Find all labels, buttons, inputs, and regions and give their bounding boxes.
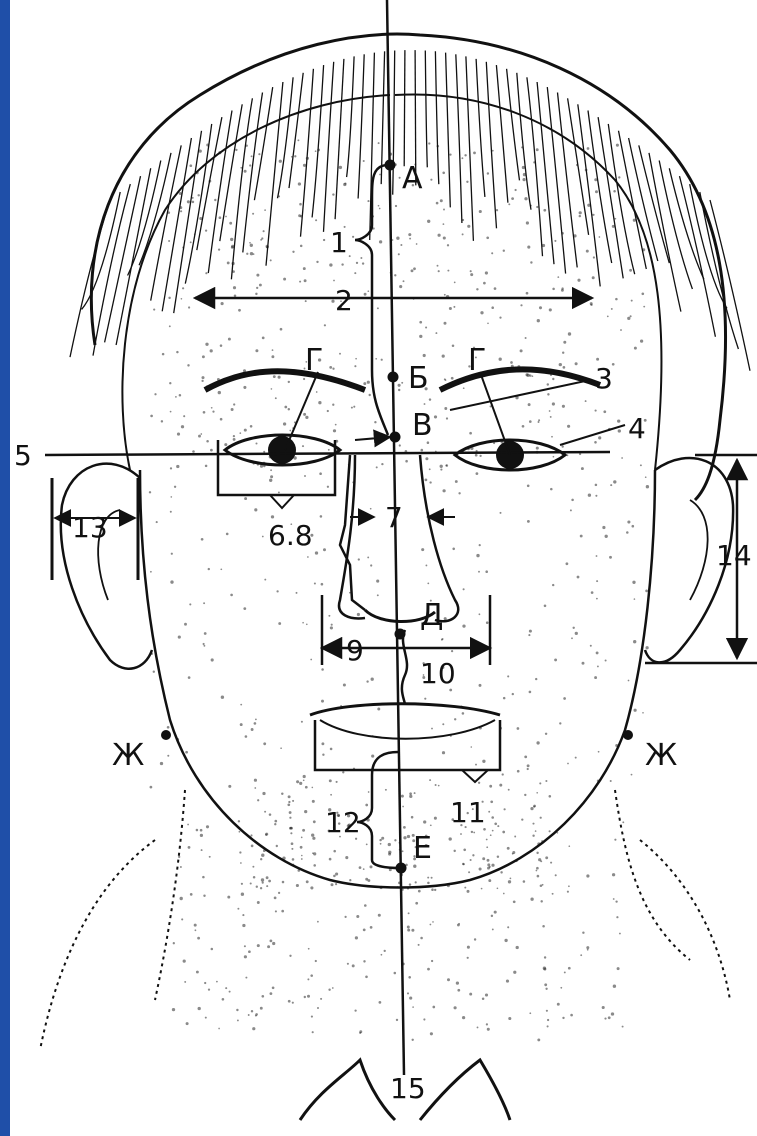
label-point-v: В (412, 408, 433, 443)
eyebrows (205, 369, 600, 390)
left-pupil (268, 436, 296, 464)
label-13: 13 (72, 511, 108, 544)
face-outline (40, 458, 733, 1120)
hair-strands (70, 50, 750, 371)
point-zh-right-dot (623, 730, 633, 740)
label-7: 7 (385, 501, 403, 534)
label-14: 14 (716, 539, 752, 572)
label-5: 5 (14, 439, 32, 472)
label-point-g-left: Г (305, 343, 323, 378)
point-d-dot (395, 629, 406, 640)
label-11: 11 (450, 796, 486, 829)
point-a-dot (385, 160, 396, 171)
label-3: 3 (595, 362, 613, 395)
point-v-dot (390, 432, 401, 443)
nose (339, 455, 458, 622)
label-point-g-right: Г (468, 343, 486, 378)
label-point-a: А (402, 161, 423, 196)
point-b-dot (388, 372, 399, 383)
eye-bracket-tip (270, 495, 294, 508)
leader-3 (450, 380, 590, 410)
arrow-to-v (355, 437, 390, 440)
label-4: 4 (628, 412, 646, 445)
mouth-width-bracket (315, 720, 500, 770)
stipple-shading (149, 139, 649, 1041)
label-9: 9 (346, 634, 364, 667)
label-6-8: 6.8 (268, 519, 313, 552)
hair (70, 34, 750, 500)
forehead-brace (355, 165, 388, 435)
point-e-dot (396, 863, 407, 874)
label-point-zh-right: Ж (645, 738, 677, 773)
label-12: 12 (325, 806, 361, 839)
label-10: 10 (420, 657, 456, 690)
label-point-zh-left: Ж (112, 738, 144, 773)
philtrum-brace (402, 630, 407, 705)
nose-brace (340, 455, 365, 610)
label-1: 1 (330, 226, 348, 259)
label-point-d: Д (420, 598, 443, 633)
mouth-bracket-tip (462, 770, 488, 782)
label-2: 2 (335, 284, 353, 317)
leader-4 (560, 425, 625, 445)
label-point-b: Б (408, 361, 429, 396)
label-point-e: Е (413, 831, 432, 866)
point-zh-left-dot (161, 730, 171, 740)
mouth (310, 704, 500, 739)
horizontal-eye-line (45, 452, 610, 455)
label-15: 15 (390, 1072, 426, 1105)
